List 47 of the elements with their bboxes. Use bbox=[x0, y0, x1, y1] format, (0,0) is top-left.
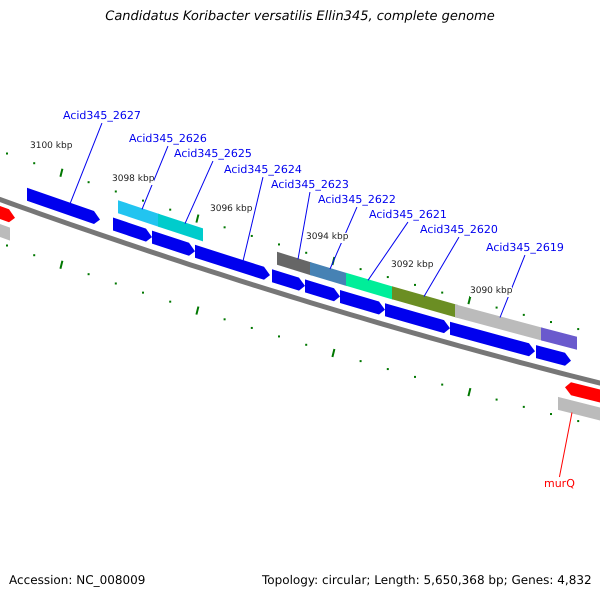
gene-feature bbox=[558, 396, 600, 424]
scale-label: 3098 kbp bbox=[112, 175, 154, 185]
scale-label: 3094 kbp bbox=[306, 233, 348, 243]
gene-feature bbox=[385, 303, 450, 334]
gene-feature bbox=[310, 262, 347, 286]
gene-label: Acid345_2619 bbox=[486, 242, 564, 254]
gene-feature bbox=[340, 290, 385, 314]
gene-label: Acid345_2623 bbox=[271, 179, 349, 192]
gene-feature bbox=[272, 269, 305, 291]
footer-text: Topology: circular; Length: 5,650,368 bp; Genes: 4,832 bbox=[262, 574, 592, 588]
gene-feature bbox=[536, 345, 571, 366]
gene-label: Acid345_2622 bbox=[318, 194, 396, 206]
gene-feature bbox=[152, 230, 195, 256]
gene-label: Acid345_2625 bbox=[174, 148, 252, 160]
leader-line bbox=[242, 176, 264, 262]
scale-label: 3090 kbp bbox=[470, 287, 512, 297]
leader-line bbox=[424, 236, 460, 297]
scale-label: 3092 kbp bbox=[391, 261, 434, 271]
gene-feature bbox=[277, 252, 312, 276]
scale-label: 3096 kbp bbox=[210, 205, 252, 215]
leader-line bbox=[184, 160, 214, 224]
gene-feature bbox=[27, 188, 100, 224]
gene-feature bbox=[118, 200, 160, 228]
gene-label: Acid345_2626 bbox=[129, 133, 207, 146]
gene-feature bbox=[565, 382, 600, 406]
gene-label: Acid345_2624 bbox=[224, 164, 302, 176]
gene-feature bbox=[392, 286, 458, 318]
gene-feature bbox=[195, 244, 270, 280]
scale-label: 3100 kbp bbox=[30, 142, 72, 152]
leader-line bbox=[70, 122, 102, 204]
gene-feature bbox=[158, 214, 203, 242]
gene-label: Acid345_2627 bbox=[63, 110, 141, 122]
gene-feature bbox=[113, 218, 152, 242]
gene-feature bbox=[450, 322, 535, 356]
gene-label: murQ bbox=[544, 478, 575, 490]
gene-feature bbox=[305, 279, 340, 302]
gene-label: Acid345_2621 bbox=[369, 209, 447, 222]
footer-text: Accession: NC_008009 bbox=[9, 574, 146, 588]
gene-feature bbox=[455, 304, 543, 341]
gene-feature bbox=[346, 272, 393, 300]
diagram-title: Candidatus Koribacter versatilis Ellin345, complete genome bbox=[104, 10, 496, 24]
leader-line bbox=[298, 192, 310, 260]
gene-label: Acid345_2620 bbox=[420, 224, 498, 236]
leader-line bbox=[142, 146, 168, 210]
gene-feature bbox=[541, 327, 577, 350]
leader-line bbox=[558, 412, 572, 478]
leader-line bbox=[368, 222, 408, 281]
